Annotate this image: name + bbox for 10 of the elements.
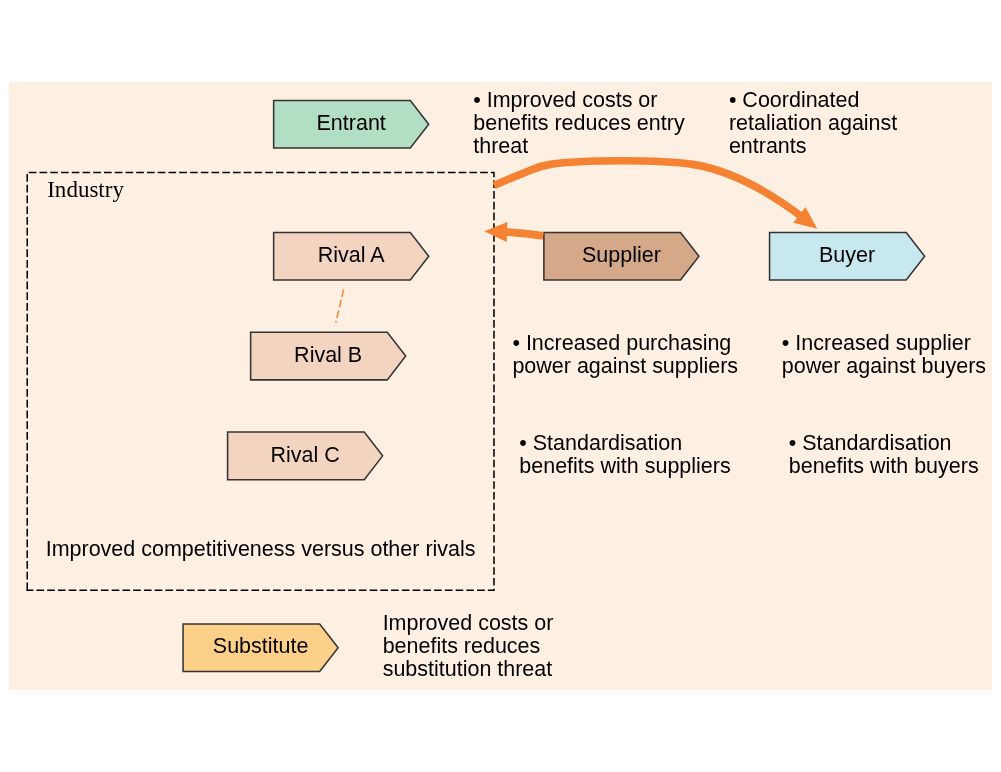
arrow [492,156,818,229]
node-label: • Increased purchasing power against suppliers [512,331,739,379]
node-label: • Coordinated retaliation against entrants [728,87,898,158]
connector [335,288,345,324]
node-label: • Standardisation benefits with suppliers [519,431,731,479]
node-label: Improved costs or benefits reduces substitution threat [382,611,554,682]
node-label: • Increased supplier power against buyers [781,331,987,379]
arrow [484,222,544,242]
node-label: • Improved costs or benefits reduces entry threat [473,87,685,158]
node-label: • Standardisation benefits with buyers [788,431,979,479]
